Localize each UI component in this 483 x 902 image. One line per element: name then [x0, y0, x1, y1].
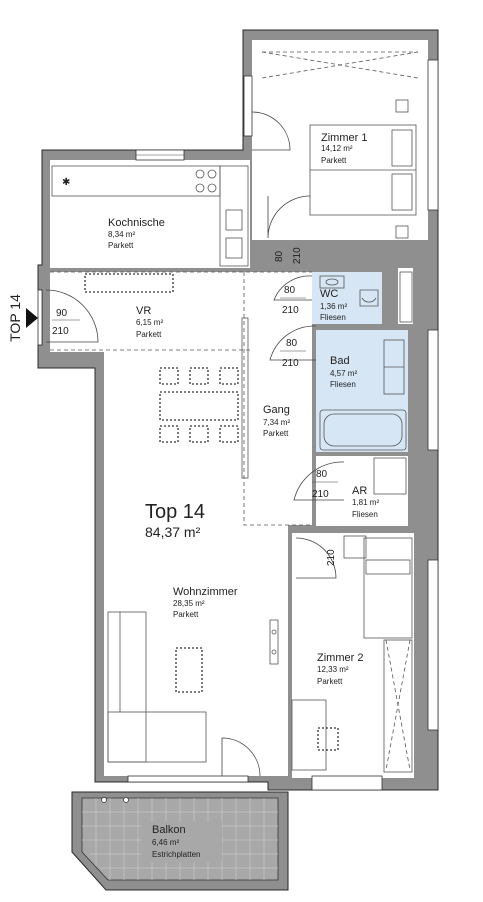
svg-text:✱: ✱	[62, 177, 70, 188]
windows	[37, 59, 439, 791]
bad-name: Bad	[330, 355, 350, 367]
gang-name: Gang	[263, 404, 290, 416]
wc-door-height: 210	[282, 305, 299, 316]
vr-floor: Parkett	[136, 330, 162, 339]
ar-name: AR	[352, 485, 367, 497]
room-wc	[312, 272, 382, 324]
wc-floor: Fliesen	[320, 313, 346, 322]
door-balcony	[221, 737, 261, 777]
room-zimmer1	[252, 40, 428, 240]
wardrobe-vr	[84, 273, 174, 293]
entrance-marker: TOP 14	[7, 294, 38, 342]
balkon-area: 6,46 m²	[152, 838, 179, 847]
entrance-label: TOP 14	[7, 294, 23, 342]
zimmer1-door-width: 80	[274, 250, 285, 262]
apartment-area: 84,37 m²	[145, 524, 201, 540]
entrance-door-height: 210	[52, 326, 69, 337]
doors	[45, 111, 345, 777]
partition	[241, 317, 249, 479]
zimmer2-door-height: 210	[326, 549, 337, 566]
bed-zimmer2	[363, 537, 413, 639]
wc-name: WC	[320, 288, 338, 300]
balcony-label-bg	[142, 822, 222, 862]
door-zimmer1-top	[251, 111, 291, 151]
balkon-floor: Estrichplatten	[152, 850, 200, 859]
apartment-name: Top 14	[145, 501, 205, 523]
zimmer2-area: 12,33 m²	[317, 665, 349, 674]
ar-door-width: 80	[316, 469, 328, 480]
wc-sink	[319, 275, 345, 289]
door-zimmer2	[295, 537, 337, 579]
door-wc	[273, 275, 313, 301]
kochnische-floor: Parkett	[108, 241, 134, 250]
wohnzimmer-name: Wohnzimmer	[173, 586, 238, 598]
bad-door-width: 80	[286, 338, 298, 349]
ar-floor: Fliesen	[352, 510, 378, 519]
wohnzimmer-area: 28,35 m²	[173, 599, 205, 608]
wc-door-width: 80	[284, 285, 296, 296]
room-hall	[50, 272, 312, 352]
kochnische-name: Kochnische	[108, 217, 165, 229]
zimmer2-floor: Parkett	[317, 677, 343, 686]
dashed-lines	[50, 51, 419, 771]
wohnzimmer-floor: Parkett	[173, 610, 199, 619]
door-ar	[293, 461, 345, 501]
entrance-door-width: 90	[56, 308, 68, 319]
dining-table	[159, 391, 239, 421]
rooms	[50, 40, 428, 881]
zimmer1-floor: Parkett	[321, 156, 347, 165]
bathtub	[319, 409, 407, 451]
room-labels: Zimmer 1 14,12 m² Parkett Kochnische 8,3…	[108, 132, 379, 859]
room-gang	[250, 352, 312, 525]
railing-posts	[101, 797, 129, 803]
bad-area: 4,57 m²	[330, 369, 357, 378]
door-entrance	[45, 289, 99, 343]
door-bad	[269, 325, 317, 361]
bad-floor: Fliesen	[330, 380, 356, 389]
gang-area: 7,34 m²	[263, 418, 290, 427]
vr-name: VR	[136, 305, 151, 317]
door-dimensions: 90 210 80 210 80 210 80 210 80 210 210	[52, 247, 338, 566]
zimmer1-name: Zimmer 1	[321, 132, 367, 144]
zimmer1-door-height: 210	[292, 247, 303, 264]
vr-area: 6,15 m²	[136, 318, 163, 327]
door-zimmer1	[267, 195, 311, 239]
gang-floor: Parkett	[263, 429, 289, 438]
room-kochnische	[50, 160, 250, 268]
ar-door-height: 210	[312, 489, 329, 500]
zimmer2-name: Zimmer 2	[317, 652, 363, 664]
kochnische-area: 8,34 m²	[108, 230, 135, 239]
entrance-arrow-icon	[26, 308, 38, 328]
bad-door-height: 210	[282, 358, 299, 369]
room-ar	[316, 456, 408, 526]
zimmer1-area: 14,12 m²	[321, 144, 353, 153]
room-bad	[316, 330, 408, 452]
furniture: ✱	[51, 99, 417, 773]
wc-area: 1,36 m²	[320, 302, 347, 311]
coffee-table	[175, 647, 203, 693]
balkon-name: Balkon	[152, 824, 186, 836]
room-shaft-right	[398, 268, 413, 324]
ar-area: 1,81 m²	[352, 498, 379, 507]
